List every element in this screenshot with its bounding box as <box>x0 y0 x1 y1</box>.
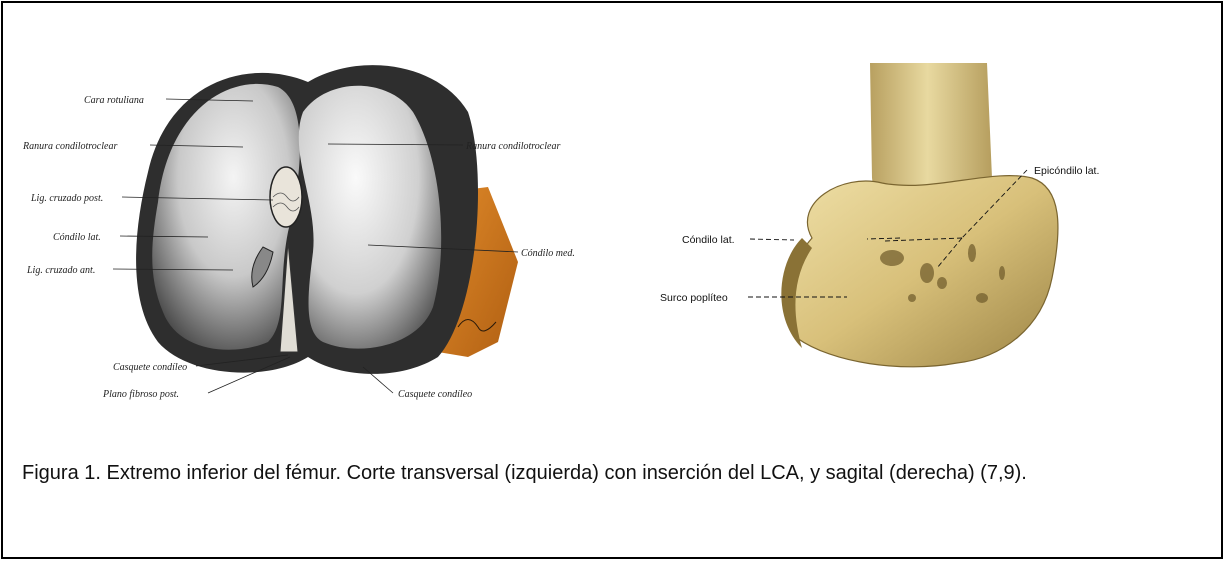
label-condilo-lat: Cóndilo lat. <box>53 232 101 243</box>
label-lig-post: Lig. cruzado post. <box>30 193 103 204</box>
right-femur-svg: Epicóndilo lat. Cóndilo lat. Surco poplí… <box>642 58 1202 398</box>
label-surco: Surco poplíteo <box>660 292 728 304</box>
label-lig-ant: Lig. cruzado ant. <box>26 265 95 276</box>
ligament-section <box>270 167 302 227</box>
label-plano-fibroso: Plano fibroso post. <box>102 389 179 400</box>
label-casquete-left: Casquete condíleo <box>113 362 187 373</box>
left-femur-illustration: Cara rotuliana Ranura condilotroclear Ra… <box>18 52 608 412</box>
label-ranura-left: Ranura condilotroclear <box>22 141 117 152</box>
label-ranura-right: Ranura condilotroclear <box>465 141 560 152</box>
label-epicondilo: Epicóndilo lat. <box>1034 165 1099 177</box>
label-condilo-lat-right: Cóndilo lat. <box>682 234 735 246</box>
label-casquete-right: Casquete condíleo <box>398 389 472 400</box>
left-femur-svg: Cara rotuliana Ranura condilotroclear Ra… <box>18 52 608 412</box>
label-cara-rotuliana: Cara rotuliana <box>84 95 144 106</box>
figure-caption: Figura 1. Extremo inferior del fémur. Co… <box>22 455 1202 492</box>
medial-condyle-shape <box>299 86 441 349</box>
label-condilo-med: Cóndilo med. <box>521 248 575 259</box>
right-femur-illustration: Epicóndilo lat. Cóndilo lat. Surco poplí… <box>642 58 1202 398</box>
